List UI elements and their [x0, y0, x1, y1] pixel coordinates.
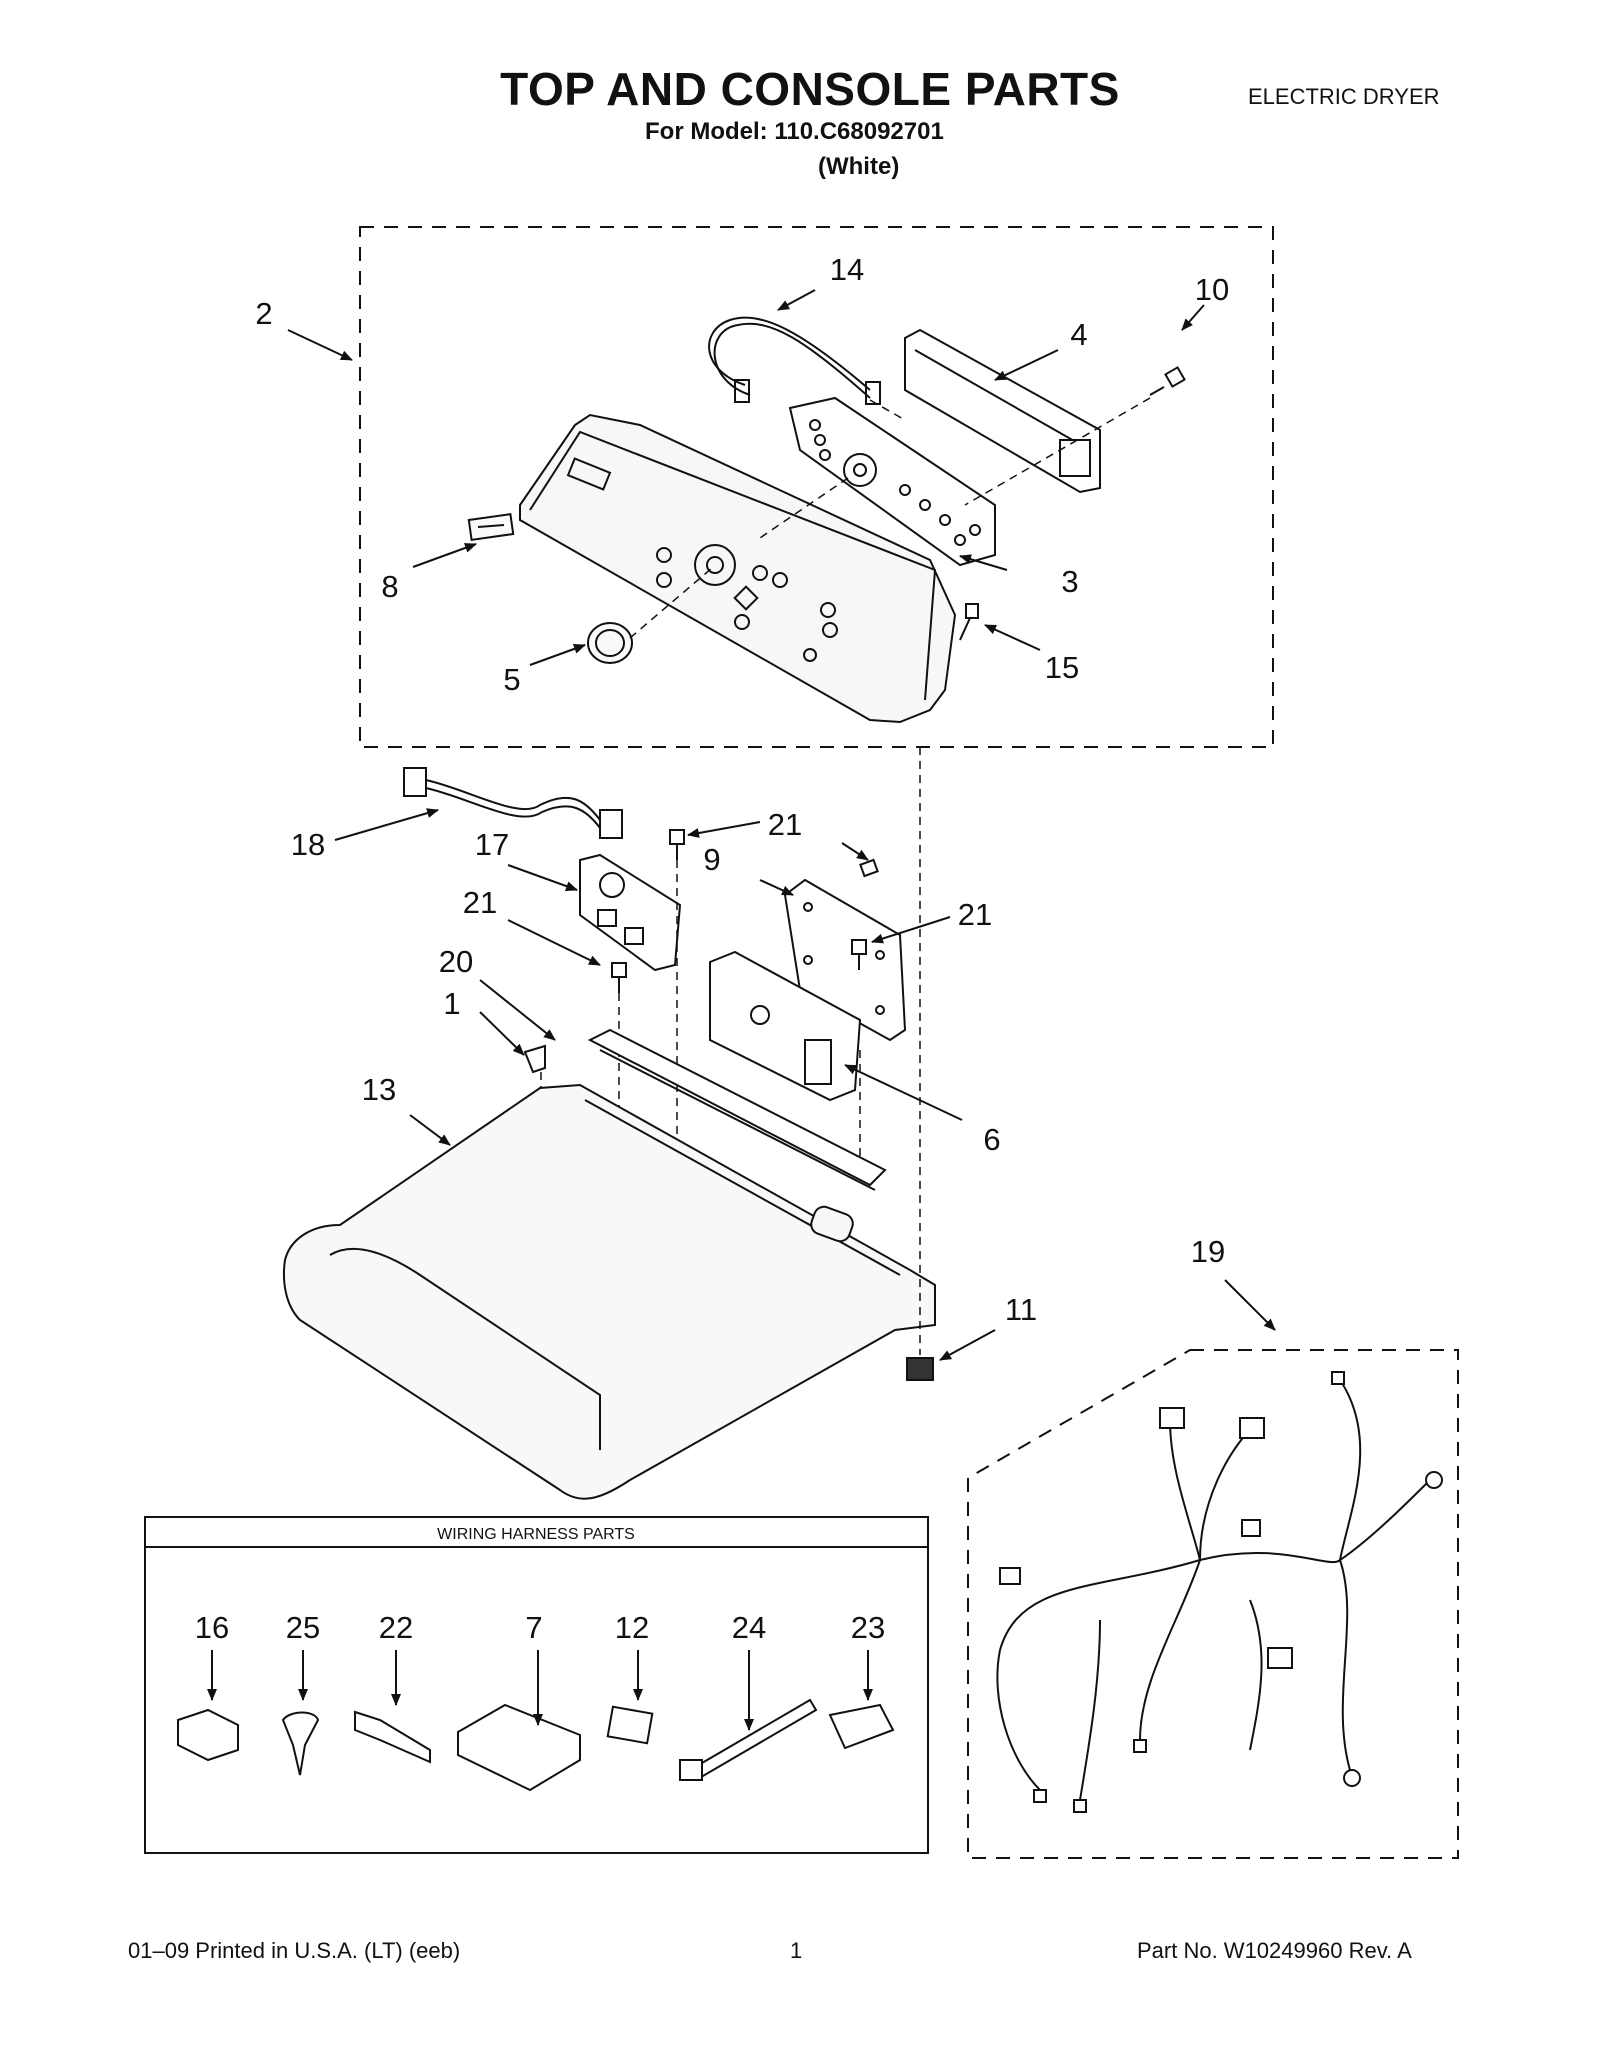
callout-14: 14	[830, 252, 864, 287]
page-number: 1	[790, 1938, 803, 1963]
display-lens	[467, 513, 515, 541]
callout-12: 12	[615, 1610, 649, 1645]
main-wire-harness	[996, 1371, 1443, 1813]
ui-harness	[708, 316, 881, 405]
part-number: Part No. W10249960 Rev. A	[1137, 1938, 1412, 1963]
print-info: 01–09 Printed in U.S.A. (LT) (eeb)	[128, 1938, 461, 1963]
console-panel	[519, 413, 957, 724]
model-number: For Model: 110.C68092701	[645, 118, 944, 145]
callout-5: 5	[503, 662, 520, 697]
callout-15: 15	[1045, 650, 1079, 685]
callout-18: 18	[291, 827, 325, 862]
callout-11: 11	[1005, 1292, 1037, 1327]
callout-8: 8	[381, 569, 398, 604]
appliance-type: ELECTRIC DRYER	[1248, 84, 1440, 109]
callout-6: 6	[983, 1122, 1000, 1157]
callout-19: 19	[1191, 1234, 1225, 1269]
user-interface-board	[788, 396, 996, 567]
callout-7: 7	[525, 1610, 542, 1645]
hinge-bracket	[523, 1044, 546, 1074]
top-panel	[282, 1083, 936, 1500]
knob	[587, 622, 633, 664]
callout-23: 23	[851, 1610, 885, 1645]
screw-21	[611, 829, 879, 993]
callout-2: 2	[255, 296, 272, 331]
callout-13: 13	[362, 1072, 396, 1107]
callout-20: 20	[439, 944, 473, 979]
callout-17: 17	[475, 827, 509, 862]
harness-box-title: WIRING HARNESS PARTS	[437, 1526, 635, 1543]
wire-harness-region	[967, 1349, 1459, 1859]
harness-part-icons	[177, 1698, 895, 1792]
callout-25: 25	[286, 1610, 320, 1645]
callout-21a: 21	[768, 807, 802, 842]
screw	[1149, 366, 1186, 396]
callout-10: 10	[1195, 272, 1229, 307]
callout-4: 4	[1070, 317, 1087, 352]
harness-18	[403, 767, 623, 839]
screw-15	[959, 603, 979, 641]
callout-16: 16	[195, 1610, 229, 1645]
electronic-control	[709, 950, 862, 1102]
console-support	[587, 1028, 887, 1191]
page-title: TOP AND CONSOLE PARTS	[500, 63, 1120, 115]
harness-parts-box	[144, 1516, 929, 1854]
callout-3: 3	[1061, 564, 1078, 599]
callout-22: 22	[379, 1610, 413, 1645]
foot	[906, 1357, 934, 1381]
callout-9: 9	[703, 842, 720, 877]
console-assembly-box	[359, 226, 1274, 748]
callout-21c: 21	[463, 885, 497, 920]
callout-21b: 21	[958, 897, 992, 932]
callout-24: 24	[732, 1610, 766, 1645]
callout-1: 1	[443, 986, 460, 1021]
model-color: (White)	[818, 153, 900, 180]
control-board-17	[579, 853, 682, 972]
console-housing	[904, 328, 1101, 494]
